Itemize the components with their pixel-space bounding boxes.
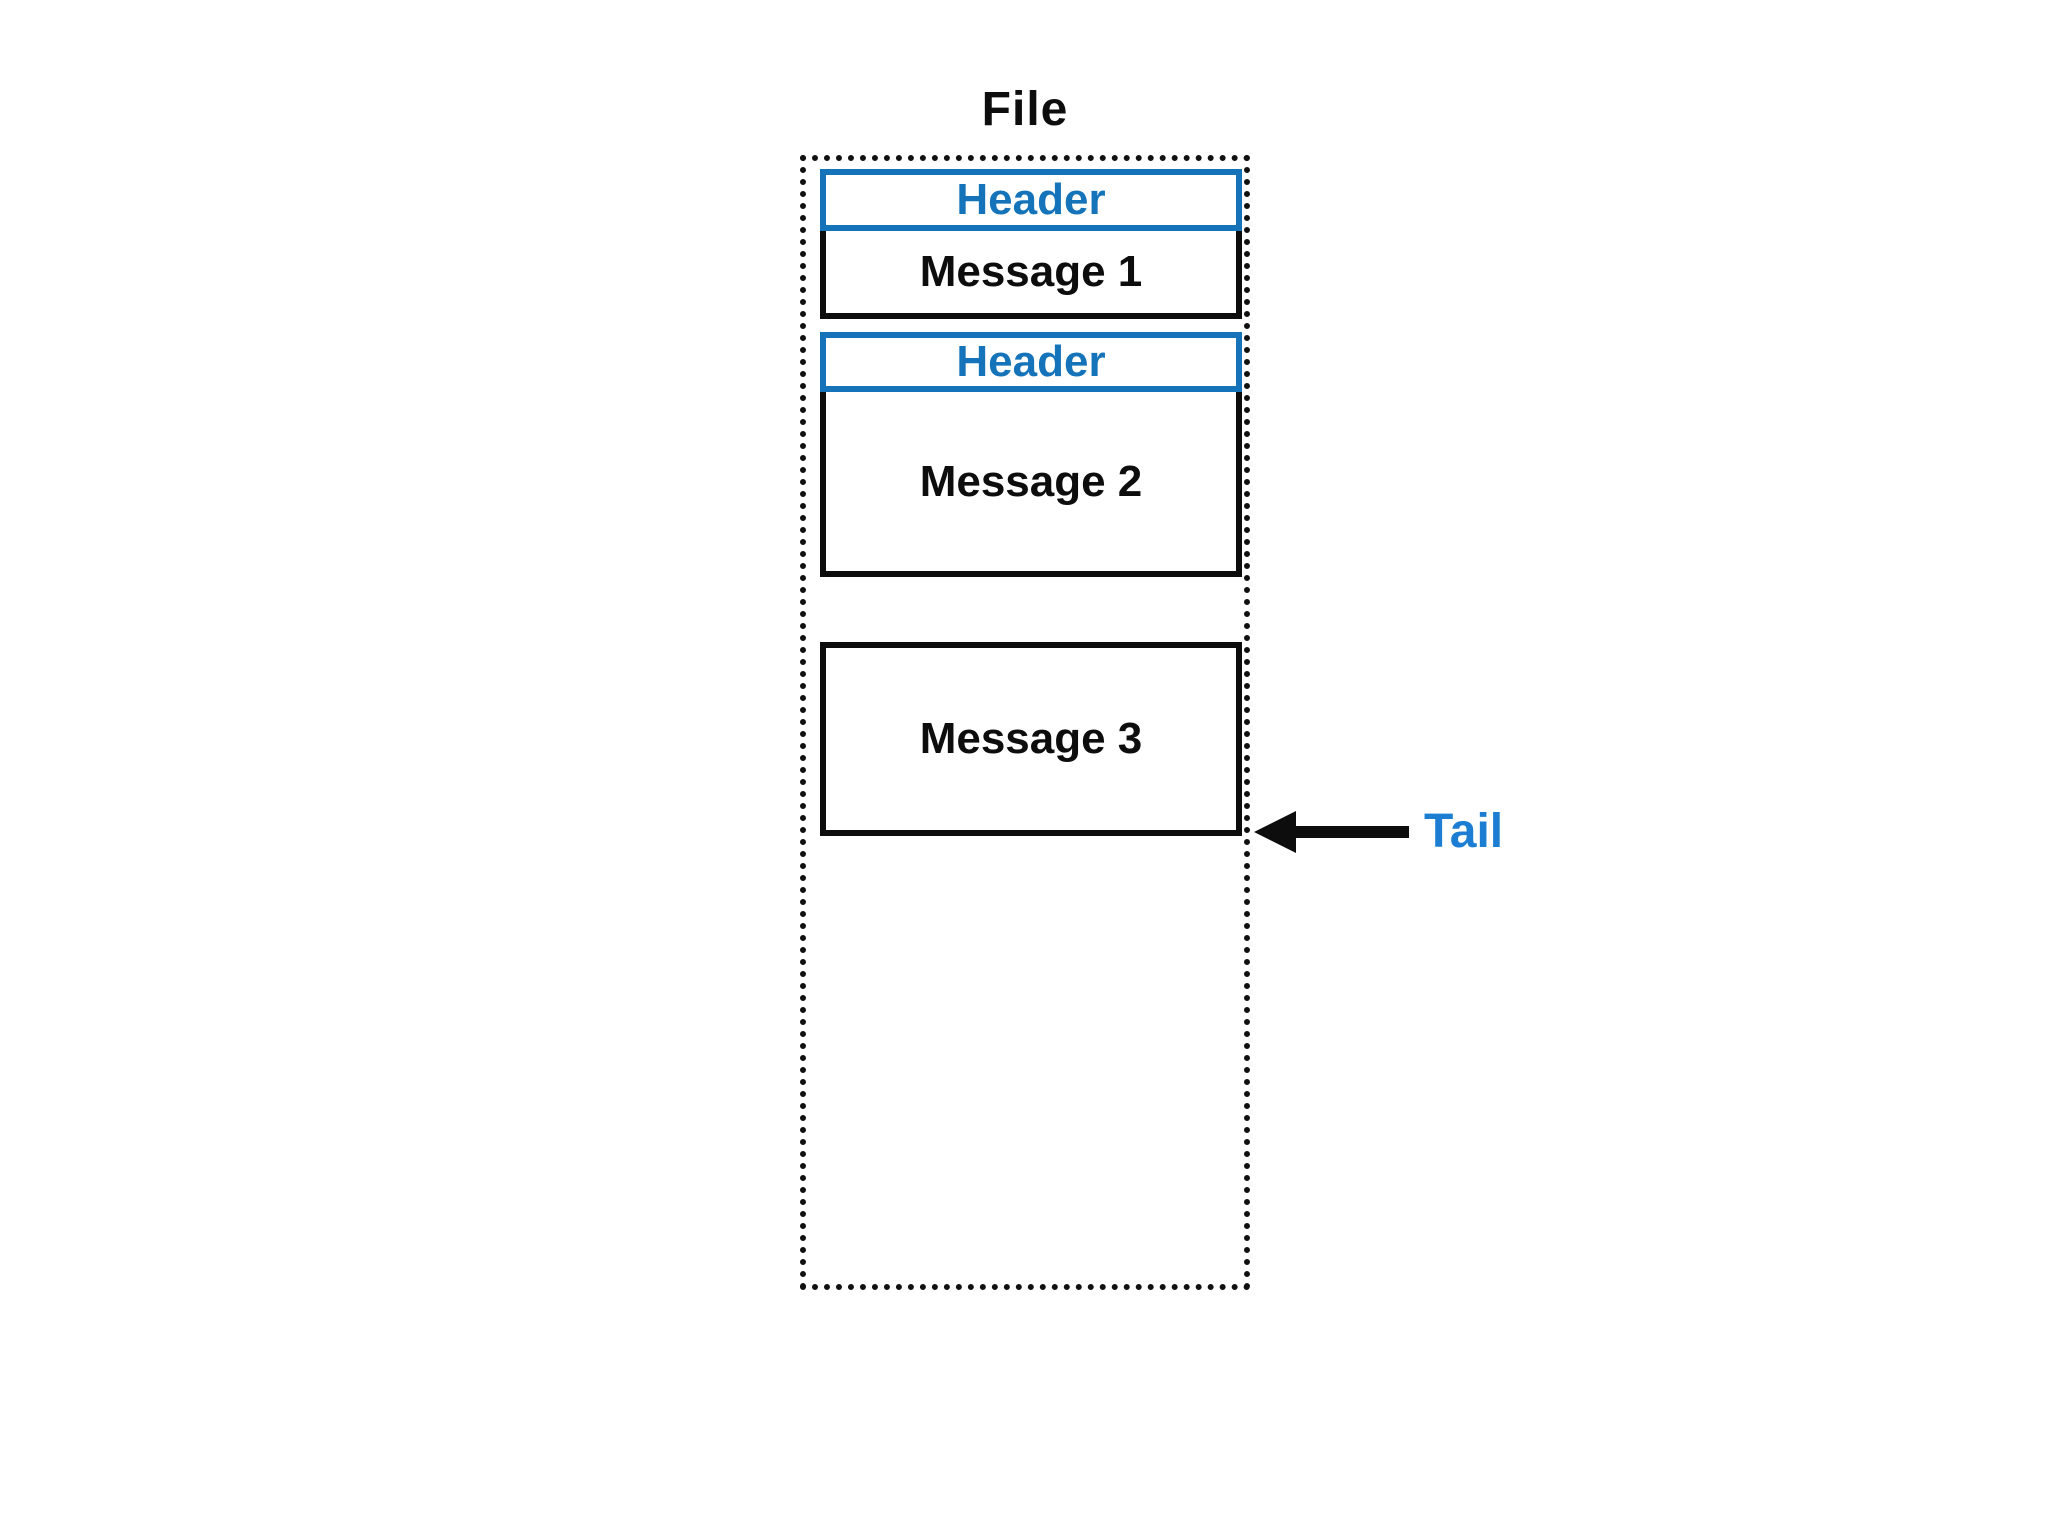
file-title: File (981, 83, 1069, 136)
tail-arrow (1254, 811, 1409, 853)
message-box-3: Message 3 (820, 642, 1242, 836)
message-box-2: Message 2 (820, 392, 1242, 577)
message-box-1: Message 1 (820, 231, 1242, 319)
file-container: Header Message 1 Header Message 2 Messag… (800, 155, 1250, 1290)
header-box-1: Header (820, 169, 1242, 231)
arrow-shaft (1292, 826, 1409, 838)
tail-label: Tail (1424, 805, 1504, 858)
left-arrow-icon (1254, 811, 1296, 853)
header-box-2: Header (820, 332, 1242, 392)
